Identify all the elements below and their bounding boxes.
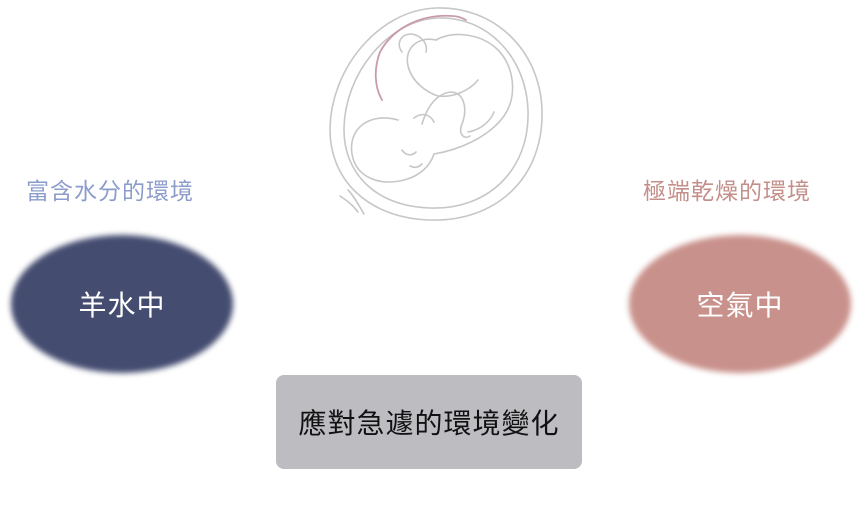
air-node: 空氣中 — [629, 235, 851, 373]
adaptation-box: 應對急遽的環境變化 — [276, 375, 582, 469]
right-caption: 極端乾燥的環境 — [643, 179, 811, 205]
amniotic-fluid-shape — [11, 235, 233, 373]
amniotic-fluid-label: 羊水中 — [78, 289, 166, 322]
air-label: 空氣中 — [696, 289, 784, 322]
fetus-in-womb-icon — [329, 7, 543, 221]
left-caption: 富含水分的環境 — [26, 179, 194, 205]
adaptation-label: 應對急遽的環境變化 — [298, 407, 560, 440]
amniotic-fluid-node: 羊水中 — [11, 235, 233, 373]
air-shape — [629, 235, 851, 373]
